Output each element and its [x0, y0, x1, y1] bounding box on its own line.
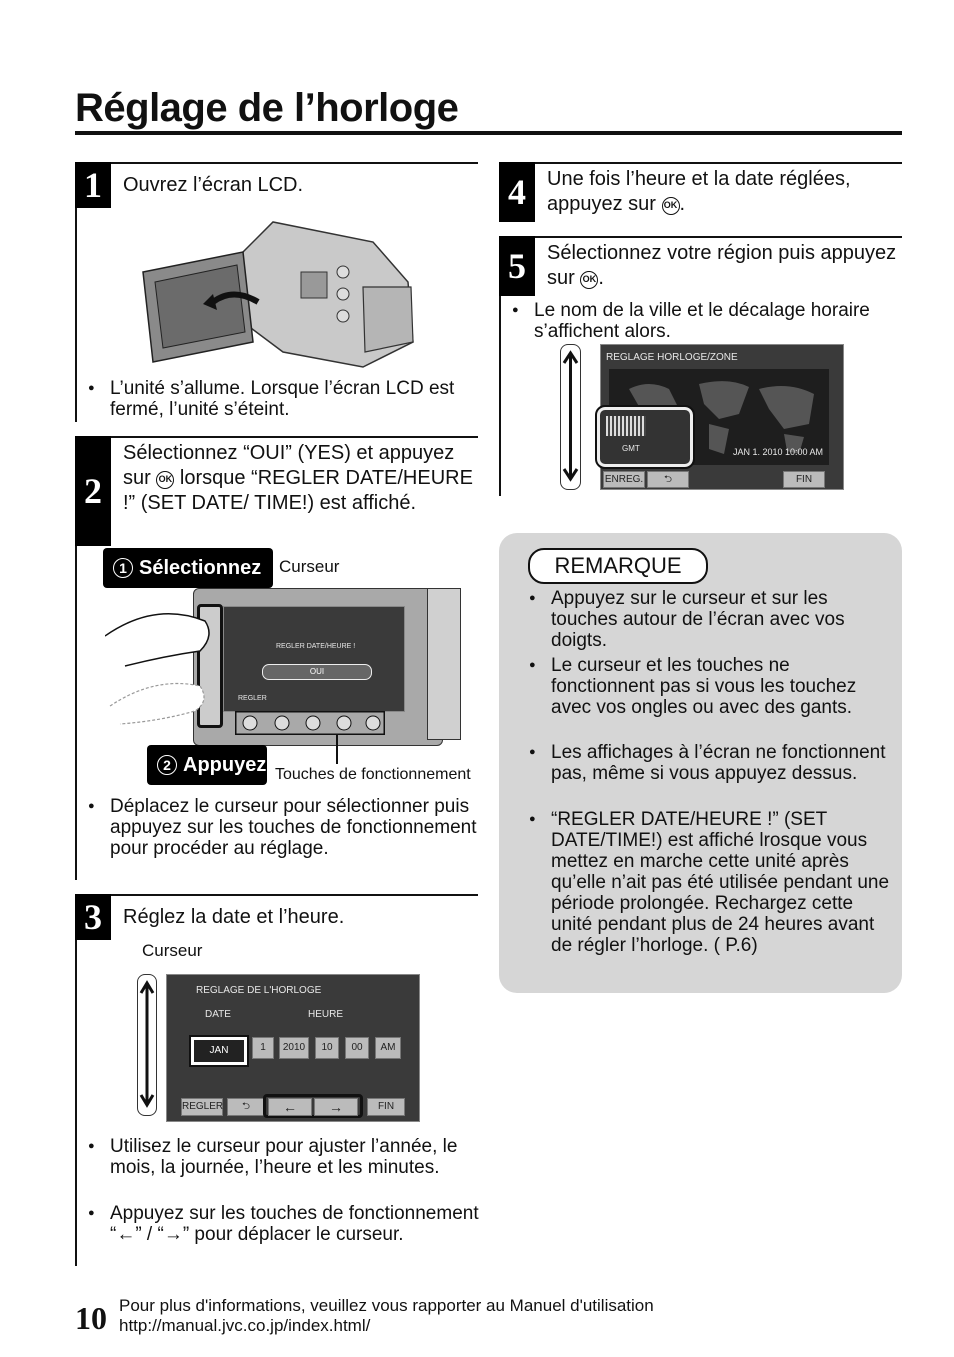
note-item: Les affichages à l’écran ne fonctionnent… [529, 742, 896, 784]
step-bullet: Le nom de la ville et le décalage horair… [512, 300, 909, 342]
step-number: 5 [499, 236, 535, 296]
camcorder-illustration [142, 221, 414, 368]
note-item: Appuyez sur le curseur et sur les touche… [529, 588, 896, 651]
keys-callout-line [336, 734, 338, 764]
keys-label: Touches de fonctionnement [275, 766, 471, 783]
finger-illustration [105, 612, 210, 725]
ok-icon: OK [156, 470, 175, 489]
step-bullet: Utilisez le curseur pour ajuster l’année… [88, 1136, 485, 1178]
step-number: 1 [75, 162, 111, 208]
lcd-screen: REGLER DATE/HEURE ! OUI REGLER [223, 606, 405, 712]
page-number: 10 [75, 1300, 107, 1336]
step-bullet: L’unité s’allume. Lorsque l’écran LCD es… [88, 378, 485, 420]
lcd-screen: REGLAGE HORLOGE/ZONE GMT JAN 1. 2010 10:… [595, 344, 844, 490]
world-map-icon [609, 369, 829, 465]
save-button[interactable]: ENREG. [603, 471, 645, 488]
step-number: 4 [499, 162, 535, 222]
lcd-title: REGLAGE HORLOGE/ZONE [606, 352, 738, 363]
note-item: “REGLER DATE/HEURE !” (SET DATE/TIME!) e… [529, 809, 896, 956]
lcd-datetime: JAN 1. 2010 10:00 AM [733, 447, 824, 457]
footer-line-1: Pour plus d'informations, veuillez vous … [119, 1296, 654, 1315]
end-button[interactable]: FIN [367, 1098, 405, 1116]
end-button[interactable]: FIN [783, 471, 825, 488]
title-rule [75, 131, 902, 135]
field-year[interactable]: 2010 [279, 1037, 309, 1059]
step-text: Une fois l’heure et la date réglées, app… [547, 168, 851, 215]
zone-grid-icon [606, 416, 646, 436]
step-1: 1 Ouvrez l’écran LCD. L’unité s’allume. … [75, 162, 478, 422]
lcd-gmt: GMT [622, 444, 640, 453]
lcd-slider[interactable] [560, 344, 581, 490]
arrow-right-button[interactable]: → [314, 1098, 358, 1116]
step-number: 2 [75, 436, 111, 546]
cursor-label: Curseur [279, 557, 340, 576]
lcd-screen: REGLAGE DE L'HORLOGE DATE HEURE JAN 1 20… [166, 974, 420, 1122]
step-text: Sélectionnez votre région puis appuyez s… [547, 242, 897, 289]
cursor-label: Curseur [142, 941, 203, 960]
lcd-hinge [427, 588, 461, 740]
page-title: Réglage de l’horloge [75, 86, 459, 130]
arrow-left-button[interactable]: ← [268, 1098, 312, 1116]
field-hour[interactable]: 10 [315, 1037, 339, 1059]
step-3: 3 Réglez la date et l’heure. Curseur REG… [75, 894, 479, 1266]
lcd-title: REGLER DATE/HEURE ! [276, 643, 356, 650]
field-ampm[interactable]: AM [375, 1037, 401, 1059]
set-button[interactable]: REGLER [181, 1098, 223, 1116]
field-day[interactable]: 1 [252, 1037, 274, 1059]
step-4: 4 Une fois l’heure et la date réglées, a… [499, 162, 902, 224]
step-2: 2 Sélectionnez “OUI” (YES) et appuyez su… [75, 436, 478, 880]
step-text: Sélectionnez “OUI” (YES) et appuyez sur … [123, 442, 473, 514]
step-bullet: Appuyez sur les touches de fonctionnemen… [88, 1203, 485, 1245]
lcd-time-label: HEURE [308, 1009, 344, 1020]
zone-selector[interactable]: GMT [595, 405, 695, 469]
ok-icon: OK [580, 270, 599, 289]
lcd-slider[interactable] [137, 974, 157, 1116]
lcd-set-label: REGLER [238, 695, 267, 702]
footer-url[interactable]: http://manual.jvc.co.jp/index.html/ [119, 1316, 371, 1335]
arrow-keys-highlight [263, 1094, 363, 1118]
step-text: Réglez la date et l’heure. [123, 906, 345, 928]
step-5: 5 Sélectionnez votre région puis appuyez… [499, 236, 902, 496]
step-number: 3 [75, 894, 111, 940]
back-button[interactable]: ⮌ [647, 471, 689, 488]
field-minute[interactable]: 00 [345, 1037, 369, 1059]
ok-icon: OK [661, 196, 680, 215]
note-title: REMARQUE [528, 548, 708, 584]
lcd-date-label: DATE [205, 1009, 231, 1020]
step-text: Ouvrez l’écran LCD. [123, 174, 304, 196]
back-button[interactable]: ⮌ [227, 1098, 265, 1116]
touch-keys[interactable] [235, 711, 385, 735]
step-bullet: Déplacez le curseur pour sélectionner pu… [88, 796, 485, 859]
field-month[interactable]: JAN [189, 1035, 249, 1067]
lcd-title: REGLAGE DE L'HORLOGE [196, 985, 322, 996]
lcd-option-oui[interactable]: OUI [262, 664, 372, 680]
note-item: Le curseur et les touches ne fonctionnen… [529, 655, 896, 718]
